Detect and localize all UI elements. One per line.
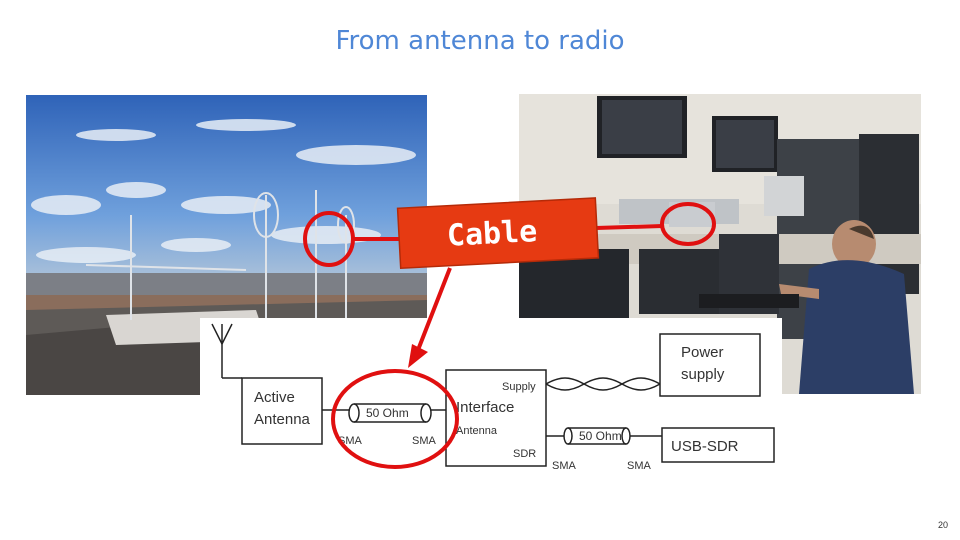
port-supply-label: Supply <box>502 381 536 393</box>
supply-twisted-wire <box>545 377 661 391</box>
antenna-highlight-circle <box>303 211 355 267</box>
active-antenna-label-line1: Active <box>254 389 295 406</box>
radio-highlight-circle <box>660 202 716 246</box>
cable1-label: 50 Ohm <box>366 406 409 420</box>
antenna-symbol-icon <box>211 323 242 379</box>
cable2-label: 50 Ohm <box>579 429 622 443</box>
active-antenna-block <box>241 377 323 445</box>
usb-sdr-label: USB-SDR <box>671 438 739 455</box>
connector-right-b: SMA <box>627 460 652 472</box>
coax-cable-2 <box>546 427 662 445</box>
pointer-arrow-shaft <box>416 267 452 351</box>
connector-line-right <box>595 224 663 230</box>
port-sdr-label: SDR <box>513 448 536 460</box>
port-antenna-label: Antenna <box>456 425 498 437</box>
coax-highlight-circle <box>331 369 459 469</box>
interface-label: Interface <box>456 399 514 416</box>
active-antenna-label-line2: Antenna <box>254 411 311 428</box>
power-supply-label-line2: supply <box>681 366 725 383</box>
rooftop-antenna-photo <box>26 95 427 395</box>
coax-cable-1 <box>322 403 446 423</box>
interface-block <box>445 369 547 467</box>
page-number: 20 <box>937 520 948 530</box>
connector-right-a: SMA <box>552 460 577 472</box>
pointer-arrow-head-icon <box>408 344 428 368</box>
power-supply-label-line1: Power <box>681 344 724 361</box>
usb-sdr-block <box>661 427 775 463</box>
power-supply-block <box>659 333 761 397</box>
connector-left-b: SMA <box>412 435 437 447</box>
cable-callout-label: Cable <box>446 214 538 254</box>
cable-callout-box <box>396 197 600 270</box>
slide-title: From antenna to radio <box>335 26 625 56</box>
signal-chain-diagram: Active Antenna 50 Ohm SMA SMA Interface … <box>200 318 782 476</box>
